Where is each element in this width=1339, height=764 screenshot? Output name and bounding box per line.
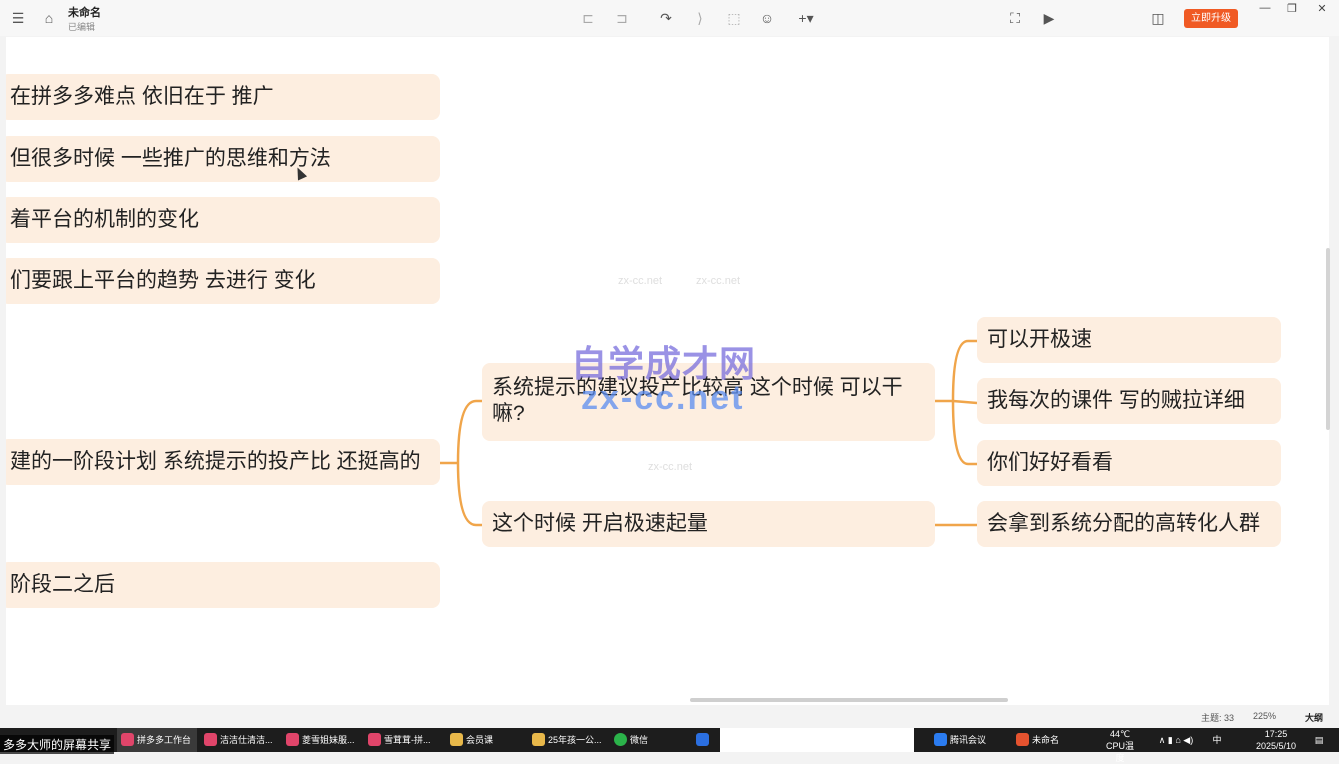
notification-icon[interactable]: ▤ [1314,735,1324,745]
link-to-right-2 [952,399,978,405]
status-bar: 主题: 33 225% 大纲 [0,706,1339,728]
taskbar-item[interactable]: 微信 [610,728,690,752]
topic-right-1[interactable]: 可以开极速 [977,317,1281,363]
link-to-right-1 [951,339,977,402]
screen-share-label: 多多大师的屏幕共享 [0,735,115,754]
topic-middle-1[interactable]: 系统提示的建议投产比较高 这个时候 可以干嘛? [482,363,935,441]
panel-toggle-icon[interactable]: ◫ [1151,10,1165,26]
relationship-icon[interactable]: ↷ [660,10,672,26]
taskbar-item[interactable]: 洁洁仕清洁... [200,728,280,752]
tencent-meeting-icon [934,733,947,746]
topic-right-3[interactable]: 你们好好看看 [977,440,1281,486]
menu-icon[interactable]: ☰ [11,10,25,26]
link-to-middle-1 [456,399,484,464]
mindmap-canvas[interactable]: 在拼多多难点 依旧在于 推广 但很多时候 一些推广的思维和方法 着平台的机制的变… [6,37,1329,705]
taskbar-item[interactable]: 腾讯会议 [930,728,1010,752]
ime-indicator[interactable]: 中 [1212,735,1222,745]
taskbar-item[interactable]: 未命名 [1012,728,1082,752]
app-icon [204,733,217,746]
tray-icons[interactable]: ∧ ▮ ⌂ ◀) [1158,735,1194,745]
app-icon [121,733,134,746]
topic-left-6[interactable]: 阶段二之后 [6,562,440,608]
watermark-logo-text: 自学成才网 [571,343,757,384]
taskbar-item[interactable] [692,728,720,752]
taskbar-item[interactable]: 雪茸茸-拼... [364,728,444,752]
horizontal-scrollbar[interactable] [690,698,1008,702]
taskbar-item[interactable]: 会员课 [446,728,526,752]
watermark-small: zx-cc.net [648,461,693,473]
watermark-small: zx-cc.net [696,275,741,287]
outline-button[interactable]: 大纲 [1305,713,1324,723]
app-icon [368,733,381,746]
wechat-icon [614,733,627,746]
watermark-logo-domain: zx-cc.net [581,379,745,417]
minimize-icon[interactable]: — [1259,2,1271,14]
topic-links [440,339,978,527]
folder-icon [532,733,545,746]
topic-count: 主题: 33 [1201,713,1235,723]
close-icon[interactable]: ✕ [1317,3,1327,15]
topic-left-4[interactable]: 们要跟上平台的趋势 去进行 变化 [6,258,440,304]
topic-right-4[interactable]: 会拿到系统分配的高转化人群 [977,501,1281,547]
taskbar-item[interactable]: 25年孩一公... [528,728,608,752]
vertical-scrollbar[interactable] [1326,248,1330,430]
topic-middle-2[interactable]: 这个时候 开启极速起量 [482,501,935,547]
insert-child-topic-icon[interactable]: ⊏ [582,10,594,26]
emoji-icon[interactable]: ☺ [759,10,775,26]
app-icon [286,733,299,746]
top-toolbar: ☰ ⌂ 未命名 已编辑 ⊏ ⊐ ↷ ⟩ ⬚ ☺ +▾ ⛶ ▶ ◫ 立即升级 — … [0,0,1339,36]
app-icon [696,733,709,746]
windows-taskbar: 拼多多工作台 洁洁仕清洁... 菱雪姐妹服... 雪茸茸-拼... 会员课 25… [0,728,1339,763]
shared-area-mask [720,728,914,752]
insert-menu-icon[interactable]: +▾ [798,10,814,26]
summary-icon[interactable]: ⟩ [697,10,703,26]
mindmap-app-icon [1016,733,1029,746]
watermark-small: zx-cc.net [618,275,663,287]
home-icon[interactable]: ⌂ [44,10,54,26]
topic-right-2[interactable]: 我每次的课件 写的贼拉详细 [977,378,1281,424]
zoom-level[interactable]: 225% [1253,711,1277,721]
insert-sibling-topic-icon[interactable]: ⊐ [616,10,628,26]
upgrade-button[interactable]: 立即升级 [1184,9,1238,28]
topic-left-3[interactable]: 着平台的机制的变化 [6,197,440,243]
link-to-middle-2 [456,462,484,527]
topic-left-2[interactable]: 但很多时候 一些推广的思维和方法 [6,136,440,182]
topic-left-5[interactable]: 建的一阶段计划 系统提示的投产比 还挺高的 [6,439,440,485]
maximize-icon[interactable]: ❐ [1287,3,1297,15]
taskbar-item[interactable]: 菱雪姐妹服... [282,728,362,752]
fullscreen-icon[interactable]: ⛶ [1010,10,1020,26]
link-to-right-3 [951,400,977,466]
topic-left-1[interactable]: 在拼多多难点 依旧在于 推广 [6,74,440,120]
document-title[interactable]: 未命名 [68,7,101,19]
boundary-icon[interactable]: ⬚ [727,10,741,26]
folder-icon [450,733,463,746]
save-status: 已编辑 [68,22,96,32]
taskbar-item[interactable]: 拼多多工作台 [117,728,197,752]
present-icon[interactable]: ▶ [1043,10,1055,26]
